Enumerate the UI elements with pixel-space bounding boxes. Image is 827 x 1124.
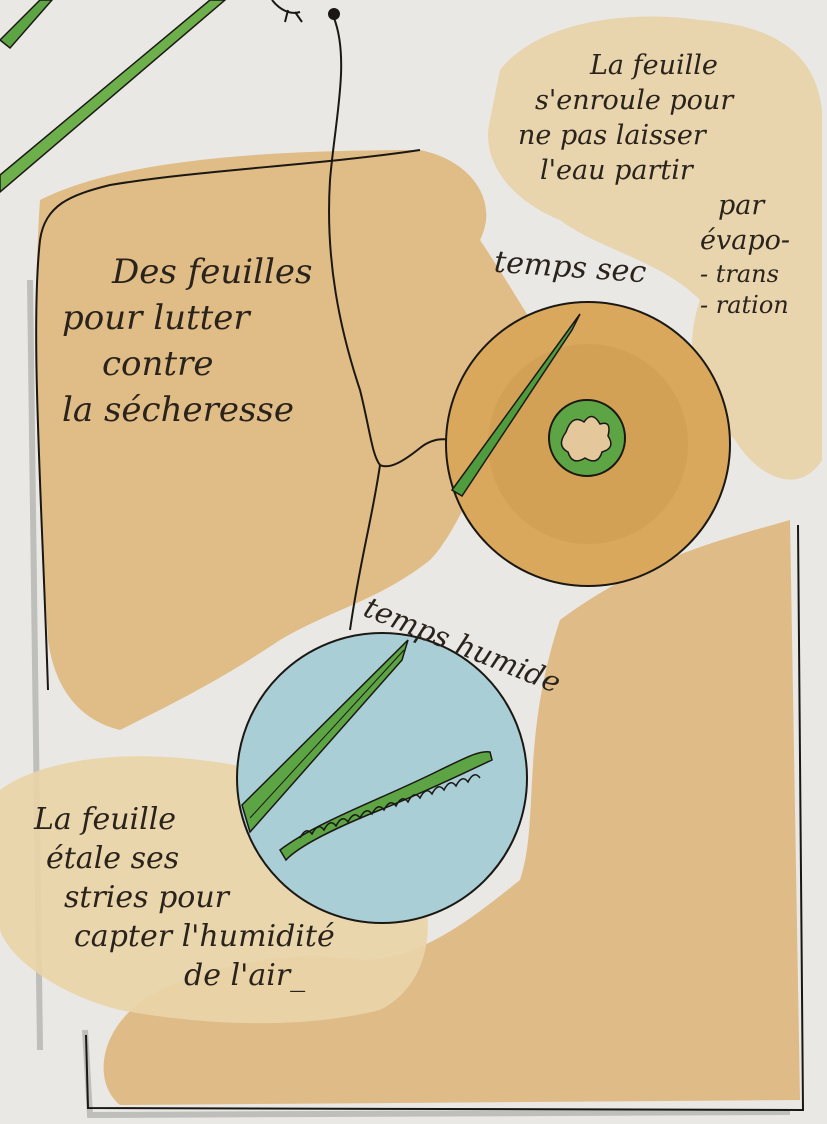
humid-annotation-line: La feuille <box>34 800 335 839</box>
title-line: Des feuilles <box>62 250 312 296</box>
humid-annotation-line: capter l'humidité <box>34 917 335 956</box>
dry-annotation-line: ne pas laisser <box>510 118 790 153</box>
dry-annotation-line: l'eau partir <box>510 153 790 188</box>
dry-annotation-line: par <box>510 188 790 223</box>
humid-annotation-line: stries pour <box>34 878 335 917</box>
humid-annotation: La feuille étale ses stries pour capter … <box>34 800 335 995</box>
title-text: Des feuilles pour lutter contre la séche… <box>62 250 312 434</box>
title-line: la sécheresse <box>62 388 312 434</box>
dry-weather-circle <box>446 302 730 586</box>
title-line: pour lutter <box>62 296 312 342</box>
top-sketch-marks <box>272 0 339 22</box>
dry-annotation-line: s'enroule pour <box>510 83 790 118</box>
humid-annotation-line: de l'air_ <box>34 956 335 995</box>
dry-annotation-line: - ration <box>510 290 790 321</box>
dry-annotation-line: La feuille <box>510 48 790 83</box>
humid-annotation-line: étale ses <box>34 839 335 878</box>
title-line: contre <box>62 342 312 388</box>
